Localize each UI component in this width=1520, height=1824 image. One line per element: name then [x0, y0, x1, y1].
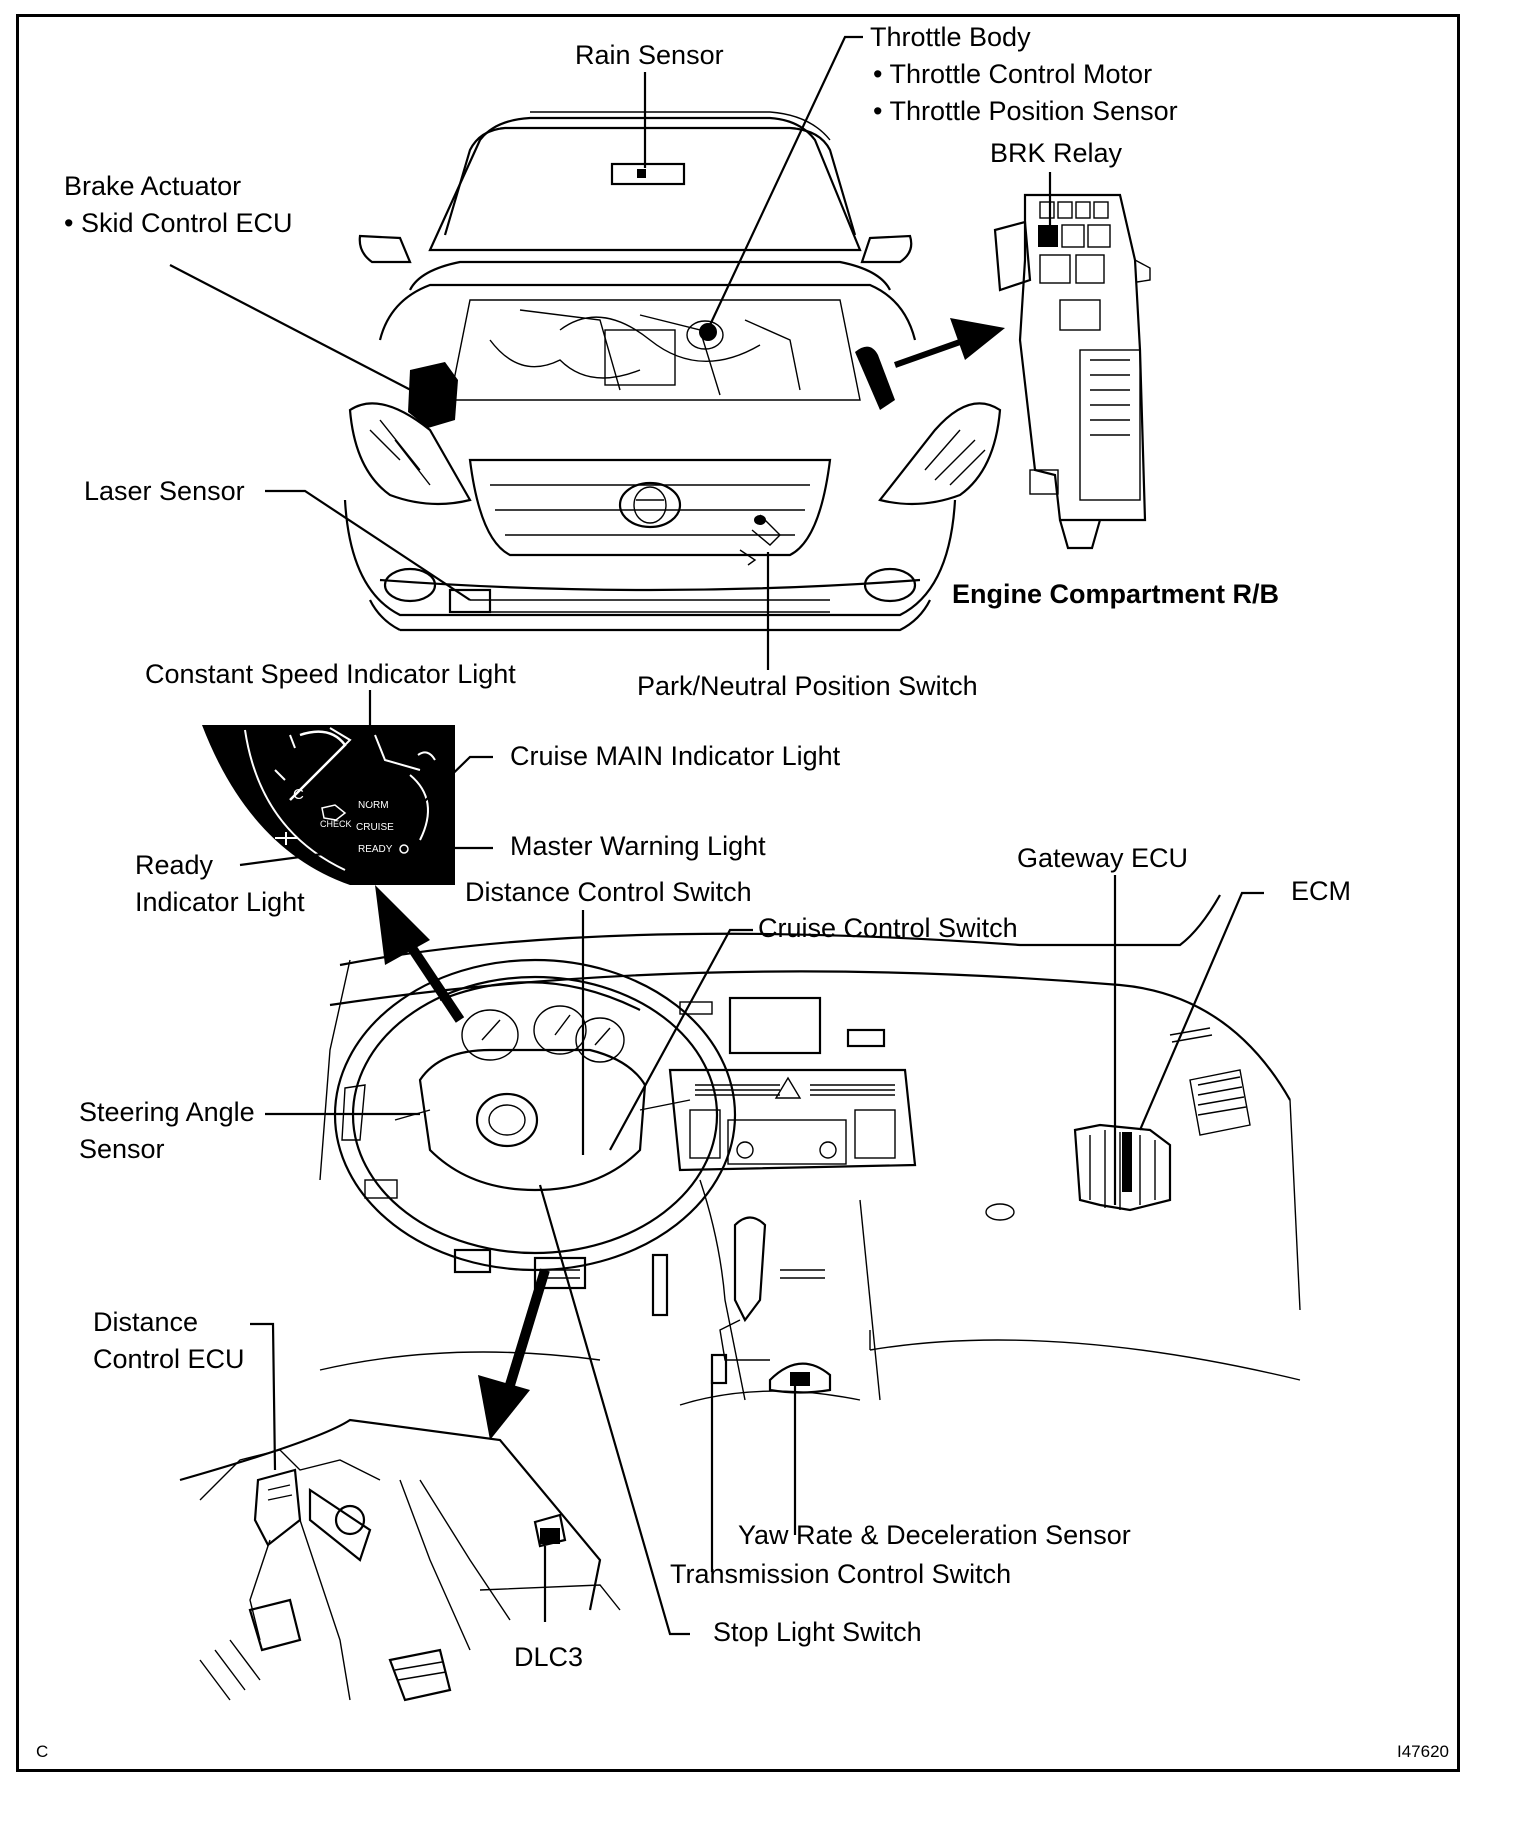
label-yaw-rate-sensor: Yaw Rate & Deceleration Sensor: [738, 1520, 1131, 1550]
gauge-norm-label: NORM: [358, 800, 389, 811]
label-ecm: ECM: [1291, 876, 1351, 906]
footer-left-code: C: [36, 1742, 49, 1761]
instrument-cluster-inset: C CHECK NORM CRUISE READY: [202, 725, 455, 885]
leader-lines: [169, 35, 1264, 1636]
label-ready-line2: Indicator Light: [135, 887, 305, 917]
label-laser-sensor: Laser Sensor: [84, 476, 245, 506]
label-skid-control-ecu: • Skid Control ECU: [64, 208, 293, 238]
label-throttle-position-sensor: • Throttle Position Sensor: [873, 96, 1178, 126]
label-cruise-control-switch: Cruise Control Switch: [758, 913, 1018, 943]
label-engine-compartment-rb: Engine Compartment R/B: [952, 579, 1280, 609]
label-steering-angle-line1: Steering Angle: [79, 1097, 255, 1127]
engine-compartment-rb-illustration: [993, 193, 1151, 550]
label-transmission-control-switch: Transmission Control Switch: [670, 1559, 1012, 1589]
car-front-illustration: [343, 111, 1002, 632]
label-ready-line1: Ready: [135, 850, 214, 880]
label-cruise-main-indicator: Cruise MAIN Indicator Light: [510, 741, 841, 771]
label-throttle-body: Throttle Body: [870, 22, 1031, 52]
gauge-c-label: C: [293, 786, 304, 803]
dashboard-illustration: [319, 894, 1301, 1406]
figure-id: I47620: [1397, 1742, 1449, 1761]
label-park-neutral-switch: Park/Neutral Position Switch: [637, 671, 978, 701]
label-steering-angle-line2: Sensor: [79, 1134, 165, 1164]
label-ready-indicator: Ready Indicator Light: [135, 847, 305, 921]
label-gateway-ecu: Gateway ECU: [1017, 843, 1189, 873]
label-rain-sensor: Rain Sensor: [575, 40, 724, 70]
gauge-cruise-label: CRUISE: [356, 822, 394, 833]
label-dlc3: DLC3: [514, 1642, 584, 1672]
callout-arrows: [375, 318, 1005, 1440]
label-throttle-control-motor: • Throttle Control Motor: [873, 59, 1153, 89]
label-brake-actuator: Brake Actuator: [64, 171, 242, 201]
label-stop-light-switch: Stop Light Switch: [713, 1617, 922, 1647]
gauge-check-label: CHECK: [320, 819, 352, 829]
label-steering-angle-sensor: Steering Angle Sensor: [79, 1094, 255, 1168]
diagram-frame: [16, 14, 1460, 1772]
label-distance-control-ecu: Distance Control ECU: [93, 1304, 245, 1378]
label-master-warning: Master Warning Light: [510, 831, 766, 861]
label-distance-control-switch: Distance Control Switch: [465, 877, 752, 907]
under-dash-inset: [179, 1418, 621, 1702]
label-brk-relay: BRK Relay: [990, 138, 1123, 168]
label-distance-ecu-line2: Control ECU: [93, 1344, 245, 1374]
label-constant-speed-indicator: Constant Speed Indicator Light: [145, 659, 516, 689]
label-distance-ecu-line1: Distance: [93, 1307, 199, 1337]
gauge-ready-label: READY: [358, 844, 393, 855]
